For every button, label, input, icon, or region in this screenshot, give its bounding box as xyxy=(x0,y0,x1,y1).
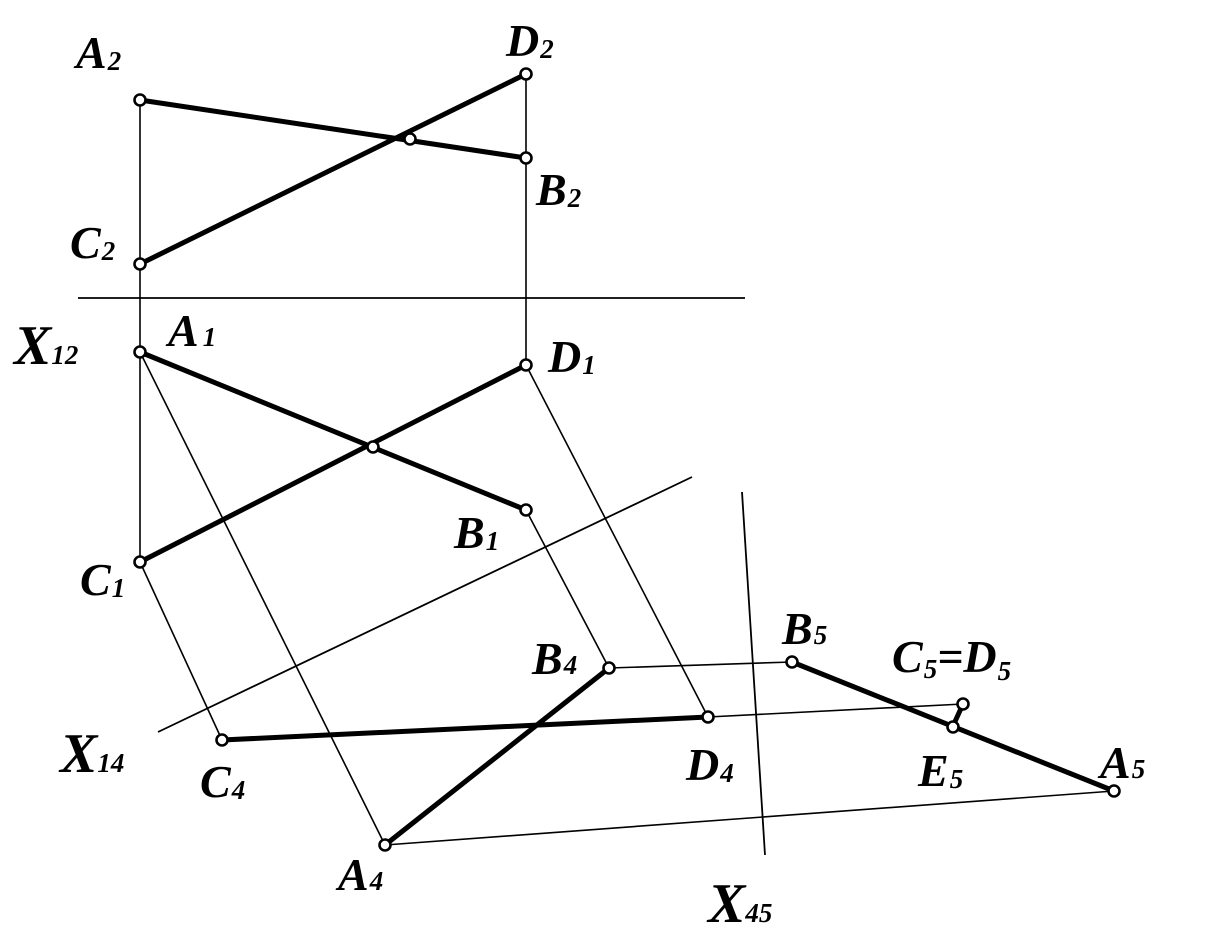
point-b2 xyxy=(519,151,533,165)
label-b1: B1 xyxy=(453,507,499,558)
label-c1: C1 xyxy=(80,554,125,605)
point-c4 xyxy=(215,733,229,747)
point-intersection-2 xyxy=(403,132,417,146)
link-a4-a5 xyxy=(384,790,1115,846)
link-d1-d4 xyxy=(525,364,709,718)
point-c1 xyxy=(133,555,147,569)
label-b4: B4 xyxy=(531,633,577,684)
point-a5 xyxy=(1107,784,1121,798)
point-d1 xyxy=(519,358,533,372)
segment-c1-d1 xyxy=(137,362,529,565)
segment-a2-b2 xyxy=(137,97,529,161)
point-a1 xyxy=(133,345,147,359)
point-c5-d5 xyxy=(956,697,970,711)
label-c5-d5: C5=D5 xyxy=(892,631,1011,686)
label-c2: C2 xyxy=(70,217,115,268)
label-b5: B5 xyxy=(781,603,827,654)
point-intersection-1 xyxy=(366,440,380,454)
label-a5: A5 xyxy=(1097,737,1145,788)
link-c1-c4 xyxy=(139,561,223,741)
label-x14: X14 xyxy=(58,723,124,785)
point-d4 xyxy=(701,710,715,724)
link-a1-a4 xyxy=(139,351,386,846)
label-d1: D1 xyxy=(547,331,596,382)
point-e5 xyxy=(946,720,960,734)
point-d2 xyxy=(519,67,533,81)
label-x45: X45 xyxy=(706,873,772,935)
label-d2: D2 xyxy=(505,15,554,66)
link-d4-c5 xyxy=(707,703,964,718)
segment-c2-d2 xyxy=(137,71,529,267)
axis-x45 xyxy=(741,491,766,856)
label-e5: E5 xyxy=(917,745,963,796)
label-x12: X12 xyxy=(12,315,78,377)
point-b4 xyxy=(602,661,616,675)
point-a2 xyxy=(133,93,147,107)
label-a2: A2 xyxy=(73,27,121,78)
point-c2 xyxy=(133,257,147,271)
point-b1 xyxy=(519,503,533,517)
point-a4 xyxy=(378,838,392,852)
axis-x14 xyxy=(157,476,693,733)
segment-a4-b4 xyxy=(382,665,612,848)
segment-c4-d4 xyxy=(219,714,711,743)
segment-a1-b1 xyxy=(137,349,529,513)
label-a4: A4 xyxy=(335,849,383,900)
link-b1-b4 xyxy=(525,509,610,669)
point-b5 xyxy=(785,655,799,669)
label-d4: D4 xyxy=(685,739,734,790)
link-b4-b5 xyxy=(608,661,793,669)
label-b2: B2 xyxy=(535,164,581,215)
label-c4: C4 xyxy=(200,756,245,807)
